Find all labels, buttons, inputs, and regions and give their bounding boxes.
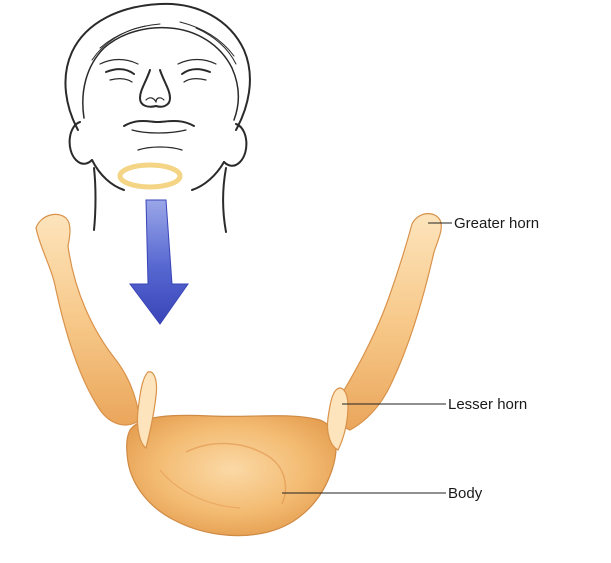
body-label: Body	[448, 485, 483, 502]
hyoid-bone	[36, 214, 441, 536]
down-arrow	[130, 200, 188, 324]
lesser-horn-label: Lesser horn	[448, 396, 527, 413]
left-greater-horn	[36, 214, 140, 425]
hyoid-body	[127, 415, 336, 535]
right-greater-horn	[335, 214, 442, 430]
head-illustration	[65, 4, 249, 232]
hyoid-position-marker	[120, 165, 180, 187]
greater-horn-label: Greater horn	[454, 215, 539, 232]
right-lesser-horn	[327, 388, 348, 450]
